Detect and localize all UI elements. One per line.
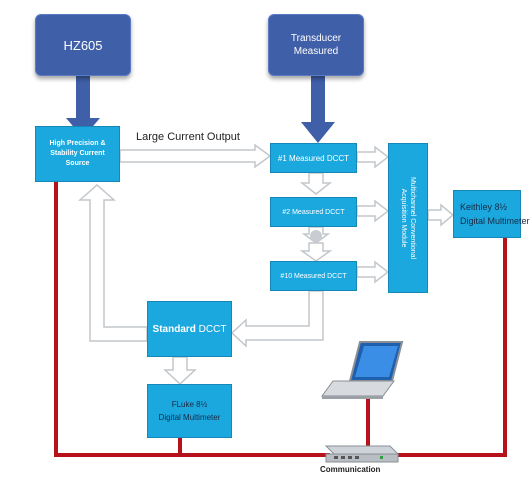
- hollow-arrows: [78, 143, 455, 386]
- standard-dcct-rest: DCCT: [195, 323, 227, 335]
- network-switch-icon: [324, 445, 400, 463]
- laptop-icon: [321, 341, 404, 399]
- dcct2-label: #2 Measured DCCT: [282, 208, 345, 216]
- fluke-dmm-box: FLuke 8½ Digital Multimeter: [147, 384, 232, 438]
- fluke-dmm-label: FLuke 8½ Digital Multimeter: [158, 400, 221, 422]
- ellipsis-dot: [310, 230, 322, 242]
- keithley-dmm-box: Keithley 8½ Digital Multimeter: [453, 190, 530, 238]
- standard-dcct-box: Standard DCCT: [147, 301, 232, 357]
- standard-dcct-bold: Standard: [152, 323, 196, 335]
- blue-arrows: [66, 75, 335, 143]
- dcct10-label: #10 Measured DCCT: [280, 272, 347, 280]
- transducer-label: Transducer Measured: [290, 33, 342, 57]
- standard-dcct-label: Standard DCCT: [153, 324, 227, 335]
- dcct1-box: #1 Measured DCCT: [270, 143, 357, 173]
- dcct2-box: #2 Measured DCCT: [270, 197, 357, 227]
- keithley-dmm-label: Keithley 8½ Digital Multimeter: [460, 202, 530, 226]
- transducer-box: Transducer Measured: [268, 14, 364, 76]
- communication-label: Communication: [320, 465, 381, 474]
- dcct10-box: #10 Measured DCCT: [270, 261, 357, 291]
- acquisition-module-box: Multichannel Conventional Acquisition Mo…: [388, 143, 428, 293]
- hz605-label: HZ605: [63, 37, 103, 53]
- current-source-box: High Precision & Stability Current Sourc…: [35, 126, 120, 182]
- large-current-output-label: Large Current Output: [136, 131, 240, 143]
- hz605-box: HZ605: [35, 14, 131, 76]
- dcct1-label: #1 Measured DCCT: [277, 153, 350, 163]
- acquisition-module-label: Multichannel Conventional Acquisition Mo…: [400, 176, 417, 260]
- current-source-label: High Precision & Stability Current Sourc…: [49, 140, 106, 167]
